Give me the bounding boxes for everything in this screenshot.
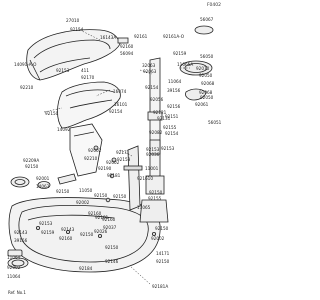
part-number-label: 92150 — [56, 189, 70, 194]
part-number-label: 56094 — [120, 51, 134, 56]
part-number-label: 92181A — [152, 284, 169, 289]
part-number-label: 92155 — [163, 125, 177, 130]
part-number-label: 11064 — [168, 79, 182, 84]
part-number-label: 92161 — [134, 34, 148, 39]
part-number-label: 92143 — [61, 227, 75, 232]
part-number-label: 92184 — [79, 266, 93, 271]
part-number-label: 92151 — [165, 114, 179, 119]
part-number-label: 92159 — [173, 51, 187, 56]
part-number-label: 92190 — [98, 166, 112, 171]
part-number-label: 16143A — [100, 35, 117, 40]
part-number-label: 92050 — [199, 73, 213, 78]
part-number-label: 14171 — [156, 251, 170, 256]
part-number-label: 11001 — [145, 166, 159, 171]
part-number-label: 92181 — [95, 215, 109, 220]
part-number-label: 411 — [81, 68, 89, 73]
part-number-label: 92150 — [155, 226, 169, 231]
part-number-label: 16074 — [113, 89, 127, 94]
part-number-label: 92146 — [105, 259, 119, 264]
diagram-canvas: 27010 92154 16143A 14091-A-O 92153 411 92170 92… — [7, 3, 222, 295]
part-number-label: 921610 — [137, 176, 153, 181]
part-number-label: 92153 — [117, 157, 131, 162]
part-number-label: 92068 — [201, 81, 215, 86]
part-number-label: 32063 — [142, 63, 156, 68]
part-number-label: 92061 — [195, 102, 209, 107]
part-number-label: 92153 — [39, 221, 53, 226]
part-number-label: 92155 — [148, 196, 162, 201]
part-number-label: 92131 — [157, 116, 171, 121]
part-number-label: 92002 — [7, 265, 21, 270]
part-number-label: 92160 — [88, 211, 102, 216]
part-number-label: 92002 — [106, 160, 120, 165]
part-number-label: 92056 — [150, 97, 164, 102]
part-number-label: 11065 — [137, 205, 151, 210]
part-number-label: 92050 — [200, 95, 214, 100]
part-number-label: 92154 — [70, 27, 84, 32]
part-number-label: 92150 — [156, 259, 170, 264]
reference-note: Ref. No.1 — [8, 290, 26, 295]
part-number-label: 92156 — [167, 104, 181, 109]
part-number-label: 92210 — [20, 85, 34, 90]
part-number-label: 92150 — [149, 190, 163, 195]
part-number-label: 16101 — [114, 102, 128, 107]
part-number-label: 92150 — [113, 194, 127, 199]
part-number-label: 92002 — [76, 200, 90, 205]
part-number-label: 92082 — [149, 130, 163, 135]
part-number-label: 92001 — [36, 176, 50, 181]
part-number-label: 92063 — [143, 69, 157, 74]
part-number-label: 92150 — [94, 193, 108, 198]
part-number-label: 92150 — [80, 232, 94, 237]
part-number-label: 92153 — [161, 146, 175, 151]
part-number-label: 39156 — [167, 88, 181, 93]
part-number-label: 14092 — [57, 127, 71, 132]
part-number-label: 14063 — [36, 184, 50, 189]
part-number-label: 92002 — [88, 148, 102, 153]
part-number-label: 92154 — [109, 109, 123, 114]
part-number-label: 92153 — [146, 147, 160, 152]
exploded-parts-drawing — [7, 25, 214, 285]
part-number-label: 92160 — [59, 236, 73, 241]
part-number-label: 92068 — [199, 90, 213, 95]
part-number-label: 92171 — [116, 150, 130, 155]
part-number-label: 92160 — [102, 217, 116, 222]
part-number-label: 92121 — [153, 110, 167, 115]
part-number-label: 11050 — [79, 188, 93, 193]
part-number-label: 92070 — [196, 66, 210, 71]
part-number-label: 14091-A-O — [14, 62, 37, 67]
part-number-label: 92150 — [45, 111, 59, 116]
part-number-label: 56050 — [200, 54, 214, 59]
part-number-label: 92161A-O — [163, 34, 185, 39]
part-number-label: 92154 — [165, 131, 179, 136]
part-number-label: 92159 — [41, 230, 55, 235]
part-number-label: 56067 — [200, 17, 214, 22]
part-number-label: 11065A — [177, 62, 194, 67]
part-number-label: 92154 — [145, 85, 159, 90]
part-number-label: 92026 — [94, 229, 108, 234]
part-number-label: 11064 — [7, 255, 21, 260]
part-number-label: 92210 — [84, 156, 98, 161]
part-number-label: 92153 — [56, 68, 70, 73]
part-number-label: 56051 — [208, 120, 222, 125]
part-number-label: 11064 — [7, 274, 21, 279]
part-number-label: 92160 — [120, 44, 134, 49]
part-number-label: 92037 — [103, 225, 117, 230]
part-number-label: 92181 — [107, 173, 121, 178]
part-number-label: 92150 — [25, 164, 39, 169]
part-number-label: 92150 — [105, 245, 119, 250]
part-number-label: 27010 — [66, 18, 80, 23]
part-number-label: 39156 — [14, 238, 28, 243]
figure-id: F0402 — [206, 3, 221, 8]
part-number-label: 92036 — [146, 152, 160, 157]
part-number-label: 92002 — [151, 236, 165, 241]
part-number-label: 92209A — [23, 158, 40, 163]
part-number-label: 92170 — [81, 75, 95, 80]
part-number-label: 92143 — [14, 230, 28, 235]
